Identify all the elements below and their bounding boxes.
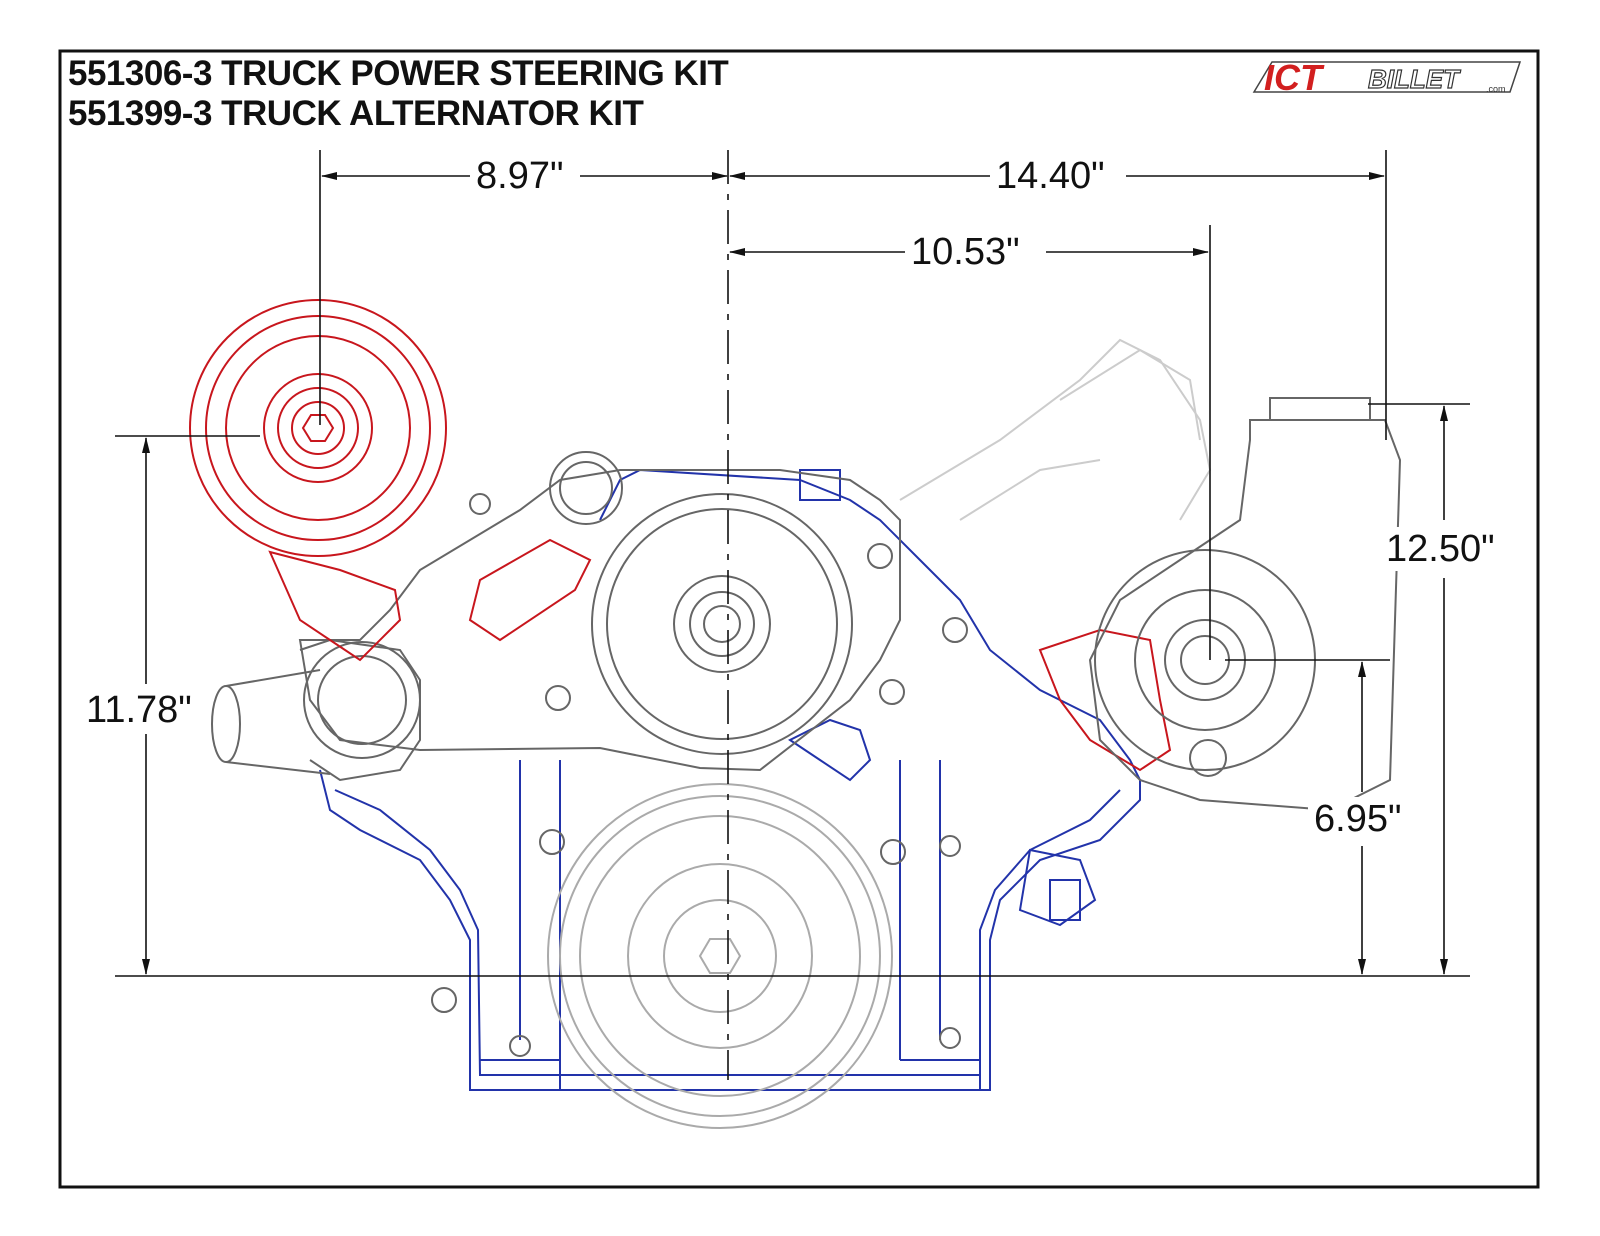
dimension-ps-height: 12.50": [1380, 527, 1501, 571]
sheet-border: [58, 49, 1540, 1189]
crank-pulley: [547, 783, 893, 1129]
alternator: [189, 299, 1172, 772]
dimension-center-to-ps-bracket: 14.40": [990, 154, 1111, 198]
logo-mark: ICT: [1264, 58, 1325, 96]
ict-billet-logo: ICT BILLET .com: [1250, 57, 1530, 98]
dimension-lines: [115, 150, 1470, 1080]
logo-wordmark: BILLET: [1368, 64, 1461, 94]
kit-title-alternator: 551399-3 TRUCK ALTERNATOR KIT: [68, 94, 644, 133]
kit-title-power-steering: 551306-3 TRUCK POWER STEERING KIT: [68, 54, 729, 93]
dimension-center-to-ps-pulley: 10.53": [905, 230, 1026, 274]
dimension-ps-pulley-height: 6.95": [1308, 797, 1408, 841]
dimension-alt-height: 11.78": [80, 688, 198, 732]
water-pump-housing: [298, 451, 968, 1057]
dimension-alt-to-center: 8.97": [470, 154, 570, 198]
logo-tld: .com: [1486, 84, 1506, 94]
coolant-inlet: [211, 638, 421, 782]
intake-components: [899, 338, 1212, 521]
power-steering-pump: [1088, 397, 1402, 812]
timing-cover-outline: [319, 468, 1141, 1091]
